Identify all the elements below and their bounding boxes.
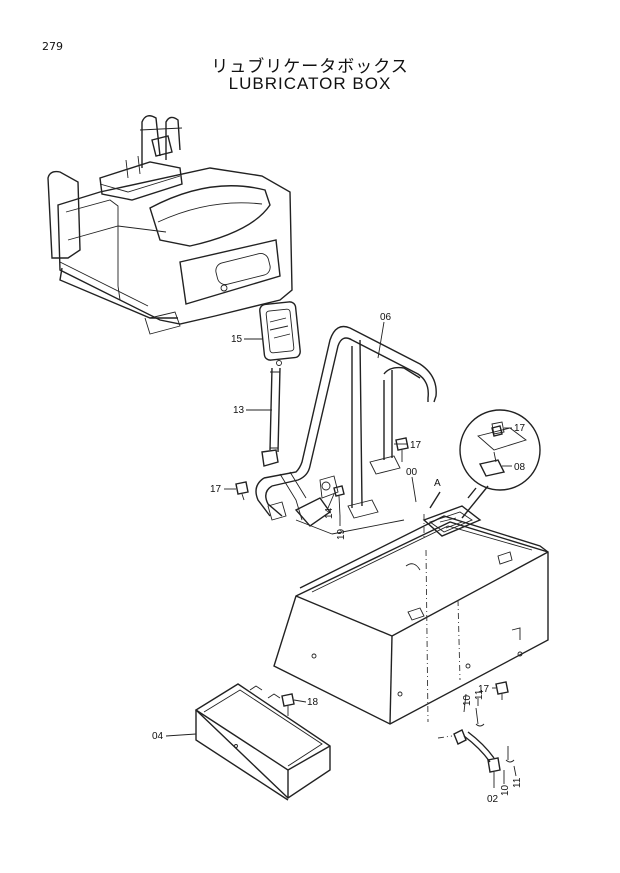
detail-callout-a: A xyxy=(434,478,441,489)
part-label-08: 08 xyxy=(514,462,526,473)
part-label-18: 18 xyxy=(307,697,319,708)
part-labels: 15 13 06 17 17 17 17 08 00 14 19 18 04 1… xyxy=(152,312,526,805)
tray xyxy=(194,683,331,801)
part-label-13: 13 xyxy=(233,405,245,416)
title-english: LUBRICATOR BOX xyxy=(228,74,392,93)
grease-gun xyxy=(437,707,515,773)
part-label-17: 17 xyxy=(478,684,490,695)
part-label-02: 02 xyxy=(487,794,499,805)
part-label-06: 06 xyxy=(380,312,392,323)
part-label-10: 10 xyxy=(462,694,473,706)
bolts xyxy=(235,425,509,716)
part-label-17: 17 xyxy=(514,423,526,434)
mirror-assembly xyxy=(259,301,301,467)
part-label-17: 17 xyxy=(410,440,422,451)
part-label-14: 14 xyxy=(324,507,335,519)
part-label-04: 04 xyxy=(152,731,164,742)
part-label-17: 17 xyxy=(210,484,222,495)
part-label-11: 11 xyxy=(474,689,485,700)
part-label-00: 00 xyxy=(406,467,418,478)
part-label-19: 19 xyxy=(336,528,347,540)
machine-upper-structure xyxy=(47,115,293,335)
leader-lines xyxy=(165,321,517,788)
part-label-15: 15 xyxy=(231,334,243,345)
lubricator-box-body xyxy=(273,505,549,725)
part-label-10: 10 xyxy=(500,784,511,796)
part-label-11: 11 xyxy=(512,777,523,788)
title-japanese: リュブリケータボックス xyxy=(211,57,409,77)
detail-view-a xyxy=(429,409,541,519)
page-number: 279 xyxy=(42,40,63,53)
handrail xyxy=(255,325,437,527)
